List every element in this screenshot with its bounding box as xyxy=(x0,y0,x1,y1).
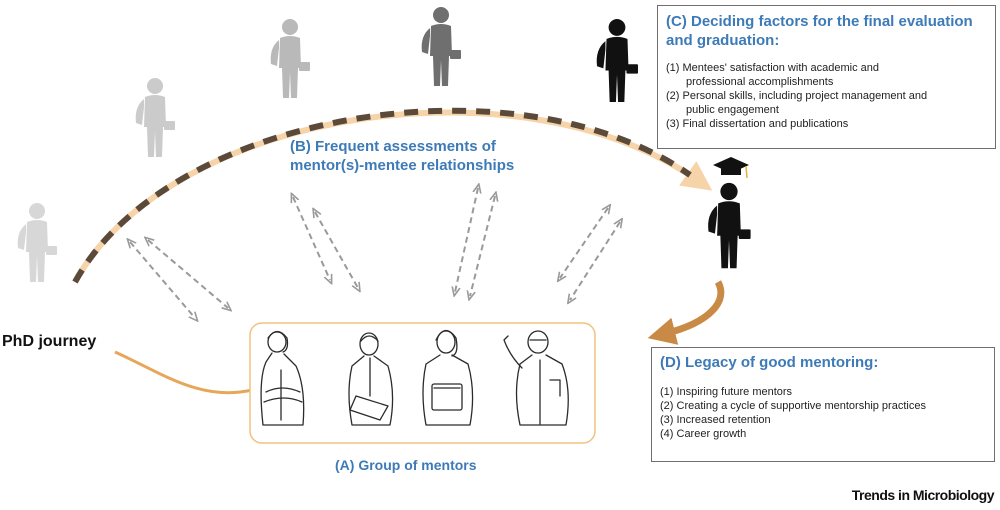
student-icon-stage-2 xyxy=(135,78,175,157)
assessment-arrow-1 xyxy=(130,242,195,318)
assessment-arrow-2 xyxy=(148,240,228,308)
graduate-to-legacy-arrow xyxy=(647,280,725,345)
graduate-student-icon xyxy=(708,182,751,269)
assessments-label: (B) Frequent assessments of mentor(s)-me… xyxy=(290,138,515,174)
phd-journey-label: PhD journey xyxy=(2,333,97,350)
list-item: (2) Creating a cycle of supportive mento… xyxy=(660,400,926,412)
assessment-arrow-6 xyxy=(470,196,495,296)
journey-arc-base xyxy=(72,109,713,284)
evaluation-factors-box: (C) Deciding factors for the final evalu… xyxy=(657,5,996,149)
student-icon-stage-3 xyxy=(270,19,310,98)
list-item: (4) Career growth xyxy=(660,428,747,440)
list-item: (1) Mentees' satisfaction with academic … xyxy=(666,62,880,74)
assessment-arrow-4 xyxy=(315,212,358,288)
legacy-box: (D) Legacy of good mentoring: (1) Inspir… xyxy=(651,347,995,462)
list-item: (2) Personal skills, including project m… xyxy=(666,90,928,102)
mentor-3-icon xyxy=(422,329,474,426)
mentors-group-label: (A) Group of mentors xyxy=(335,457,477,473)
assessment-arrow-5 xyxy=(455,188,478,292)
student-icon-stage-5 xyxy=(596,19,638,102)
list-item: (3) Increased retention xyxy=(660,414,771,426)
list-item: (3) Final dissertation and publications xyxy=(666,118,849,130)
evaluation-factors-list: (1) Mentees' satisfaction with academic … xyxy=(666,61,987,131)
journey-connector-line xyxy=(114,350,253,395)
legacy-title: (D) Legacy of good mentoring: xyxy=(660,354,879,371)
list-item: professional accomplishments xyxy=(686,76,834,88)
list-item: (1) Inspiring future mentors xyxy=(660,386,793,398)
mentors-group-box xyxy=(249,322,596,444)
graduate-icon xyxy=(708,157,751,269)
assessment-arrows xyxy=(130,188,620,318)
evaluation-factors-title: (C) Deciding factors for the final evalu… xyxy=(666,13,973,49)
list-item: public engagement xyxy=(686,104,779,116)
assessment-arrow-8 xyxy=(570,222,620,300)
assessment-arrow-3 xyxy=(293,197,330,280)
student-icon-stage-1 xyxy=(17,203,57,282)
student-icon-stage-4 xyxy=(421,7,461,86)
source-label: Trends in Microbiology xyxy=(851,487,995,503)
mentor-4-icon xyxy=(503,330,569,426)
mentor-1-icon xyxy=(260,330,305,426)
journey-arc-dashes xyxy=(72,107,692,284)
assessment-arrow-7 xyxy=(560,208,608,278)
legacy-list: (1) Inspiring future mentors (2) Creatin… xyxy=(660,385,986,441)
mentor-2-icon xyxy=(348,332,394,426)
